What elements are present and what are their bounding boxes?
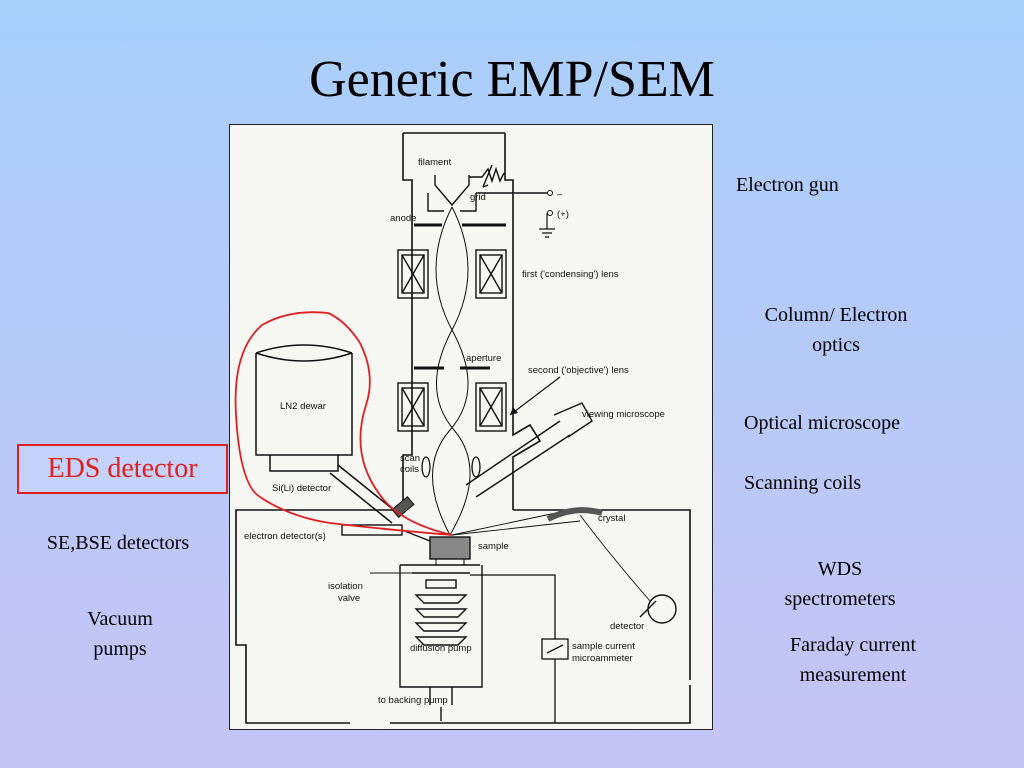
- ln2-dewar: [255, 344, 401, 524]
- diffusion-pump: [399, 564, 483, 721]
- optical-microscope-label: Optical microscope: [744, 412, 901, 434]
- vacuum-pumps-label-line1: Vacuum: [87, 608, 153, 630]
- electron-gun-label: Electron gun: [736, 174, 839, 196]
- sem-schematic-figure: filament grid – (+) anode: [229, 124, 713, 730]
- terminal-plus: [547, 210, 553, 216]
- column-optics-label-line2: optics: [812, 334, 860, 356]
- wds-crystal: [546, 507, 603, 522]
- terminal-minus: [547, 190, 553, 196]
- crystal-label: crystal: [598, 513, 625, 524]
- filament-label: filament: [418, 157, 452, 168]
- viewing-microscope: [465, 402, 593, 498]
- sample-block: [429, 536, 471, 560]
- grid-label: grid: [470, 192, 486, 203]
- sem-schematic-drawing: filament grid – (+) anode: [234, 132, 691, 724]
- anode-label: anode: [390, 213, 416, 224]
- xray-paths: [451, 509, 651, 602]
- isolation-valve-label-1: isolation: [328, 581, 363, 592]
- vacuum-pumps-label-line2: pumps: [93, 638, 147, 660]
- viewing-microscope-label: viewing microscope: [582, 409, 665, 420]
- wds-label-line2: spectrometers: [784, 588, 896, 610]
- faraday-label-line2: measurement: [799, 664, 907, 686]
- electron-detector: [341, 524, 431, 542]
- se-bse-detectors-label: SE,BSE detectors: [46, 532, 190, 554]
- first-lens: [397, 249, 507, 299]
- slide-title: Generic EMP/SEM: [309, 51, 715, 108]
- sample-current-label-2: microammeter: [572, 653, 633, 664]
- backing-pump-label: to backing pump: [378, 695, 448, 706]
- isolation-valve-label-2: valve: [338, 593, 360, 604]
- electron-detector-label: electron detector(s): [244, 531, 326, 542]
- microammeter: [470, 574, 569, 723]
- wds-detector: [647, 594, 677, 624]
- sample-current-label-1: sample current: [572, 641, 635, 652]
- faraday-label-line1: Faraday current: [789, 634, 917, 656]
- electron-beam: [432, 206, 471, 536]
- wds-label-line1: WDS: [817, 558, 863, 580]
- sili-detector-label: Si(Li) detector: [272, 483, 331, 494]
- eds-detector-label: EDS detector: [17, 444, 228, 494]
- scan-coils-label-2: coils: [400, 464, 419, 475]
- second-lens-label: second ('objective') lens: [528, 365, 629, 376]
- aperture-label: aperture: [466, 353, 501, 364]
- first-lens-label: first ('condensing') lens: [522, 269, 619, 280]
- scanning-coils-label: Scanning coils: [744, 472, 862, 494]
- detector-label: detector: [610, 621, 644, 632]
- scan-coil-right: [471, 456, 481, 478]
- grid-electrode: [427, 192, 548, 212]
- eds-highlight-outline: [234, 311, 453, 536]
- column-outline: [235, 132, 691, 724]
- column-optics-label-line1: Column/ Electron: [764, 304, 908, 326]
- scan-coil-left: [421, 456, 431, 478]
- ground-symbol: [539, 213, 555, 238]
- diffusion-pump-label: diffusion pump: [410, 643, 472, 654]
- sample-label: sample: [478, 541, 509, 552]
- plus-label: (+): [557, 209, 569, 220]
- ln2-dewar-label: LN2 dewar: [280, 401, 326, 412]
- scan-coils-label-1: scan: [400, 453, 420, 464]
- second-lens: [397, 382, 507, 432]
- filament: [434, 164, 505, 207]
- minus-label: –: [557, 189, 563, 200]
